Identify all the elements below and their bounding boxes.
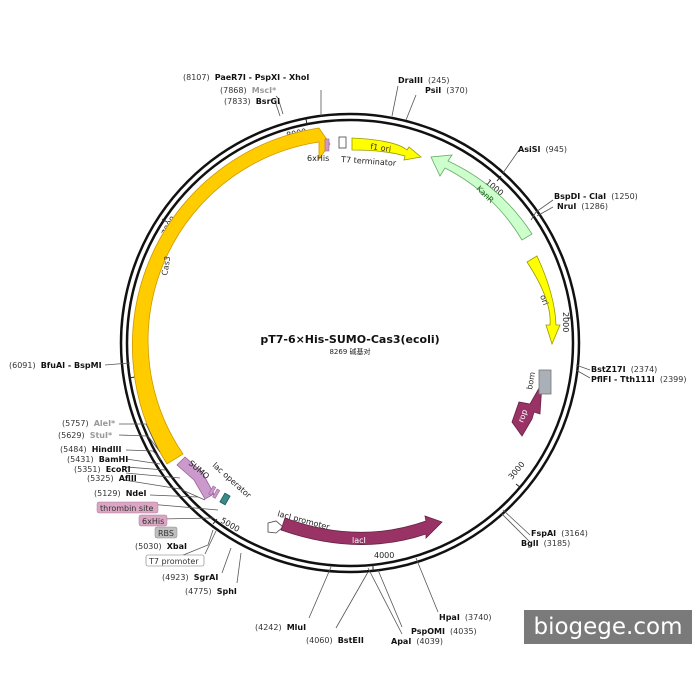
feature-cas3: Cas3 (131, 127, 331, 465)
feature-kanr: KanR (430, 154, 533, 241)
site-pspomi: PspOMI (4035) (411, 619, 477, 638)
bom-label: bom (525, 371, 537, 390)
feature-rop: rop (511, 382, 543, 437)
svg-text:thrombin site: thrombin site (100, 504, 153, 513)
svg-text:6xHis: 6xHis (142, 517, 164, 526)
site-bstz17i: BstZ17I (2374) (591, 357, 657, 376)
scale-tick-2000: 2000 (561, 312, 573, 332)
rop-label: rop (516, 408, 529, 423)
site-apai: ApaI (4039) (391, 629, 443, 648)
site-sgrai: (4923) SgrAI (162, 565, 218, 584)
watermark-logo: biogege.com (524, 610, 692, 644)
site-nrui: NruI (1286) (557, 194, 608, 213)
feature-lac-operator: lac operator (208, 461, 253, 506)
boxed-label-thrombin: thrombin site (96, 501, 159, 514)
feature-sumo: SUMO (176, 456, 215, 500)
site-bsrgi: (7833) BsrGI (224, 89, 280, 108)
feature-his6-top: 6xHis (307, 138, 330, 163)
t7-terminator-label: T7 terminator (340, 155, 397, 168)
plasmid-size: 8269 碱基对 (329, 347, 370, 356)
site-asisi: AsiSI (945) (518, 137, 567, 156)
svg-text:4000: 4000 (374, 551, 394, 560)
f1-ori-label: f1 ori (370, 142, 392, 154)
cas3-label: Cas3 (160, 255, 172, 276)
feature-laci: lacI (280, 515, 443, 545)
svg-text:RBS: RBS (158, 529, 174, 538)
scale-tick-4000: 4000 (372, 551, 394, 571)
svg-text:2000: 2000 (561, 312, 570, 332)
site-bamhi: (5431) BamHI (67, 447, 128, 466)
site-bfuai: (6091) BfuAI - BspMI (9, 353, 102, 372)
feature-f1-ori: f1 ori (351, 137, 422, 161)
site-stui: (5629) StuI* (58, 423, 113, 442)
laci-label: lacI (352, 536, 366, 545)
boxed-label-t7-promoter: T7 promoter (145, 554, 205, 567)
site-mlui: (4242) MluI (255, 615, 306, 634)
site-psii: PsiI (370) (425, 78, 468, 97)
site-hpai: HpaI (3740) (439, 605, 492, 624)
site-sphi: (4775) SphI (185, 579, 237, 598)
site-msci: (7868) MscI* (220, 78, 277, 97)
svg-text:T7 promoter: T7 promoter (148, 557, 199, 566)
backbone-outer-ring (119, 112, 581, 574)
boxed-label-rbs: RBS (154, 526, 178, 539)
site-xbai: (5030) XbaI (135, 534, 187, 553)
site-leaders (104, 85, 591, 635)
backbone-inner-ring (125, 118, 575, 568)
site-bspdi: BspDI - ClaI (1250) (554, 184, 638, 203)
site-hindiii: (5484) HindIII (60, 437, 122, 456)
scale-tick-5000: 5000 (212, 516, 241, 534)
site-draiii: DraIII (245) (398, 68, 450, 87)
site-pflfi: PflFI - Tth111I (2399) (591, 367, 686, 386)
site-fspai: FspAI (3164) (531, 521, 588, 540)
boxed-label-his6-bottom: 6xHis (138, 514, 168, 527)
site-aflii: (5325) AflII (87, 466, 137, 485)
site-bgli: BglI (3185) (521, 531, 570, 550)
site-paer7i: (8107) PaeR7I - PspXI - XhoI (183, 65, 309, 84)
feature-ori: ori (526, 255, 561, 346)
svg-text:3000: 3000 (507, 460, 527, 481)
site-alei: (5757) AleI* (62, 411, 116, 430)
ori-label: ori (538, 294, 550, 307)
site-bsteii: (4060) BstEII (306, 628, 364, 647)
his6-top-label: 6xHis (307, 154, 329, 163)
feature-bom: bom (525, 369, 552, 395)
plasmid-name: pT7-6×His-SUMO-Cas3(ecoli) (260, 333, 439, 346)
site-ecori: (5351) EcoRI (74, 457, 131, 476)
feature-t7-terminator: T7 terminator (338, 136, 397, 168)
site-ndei: (5129) NdeI (94, 481, 147, 500)
